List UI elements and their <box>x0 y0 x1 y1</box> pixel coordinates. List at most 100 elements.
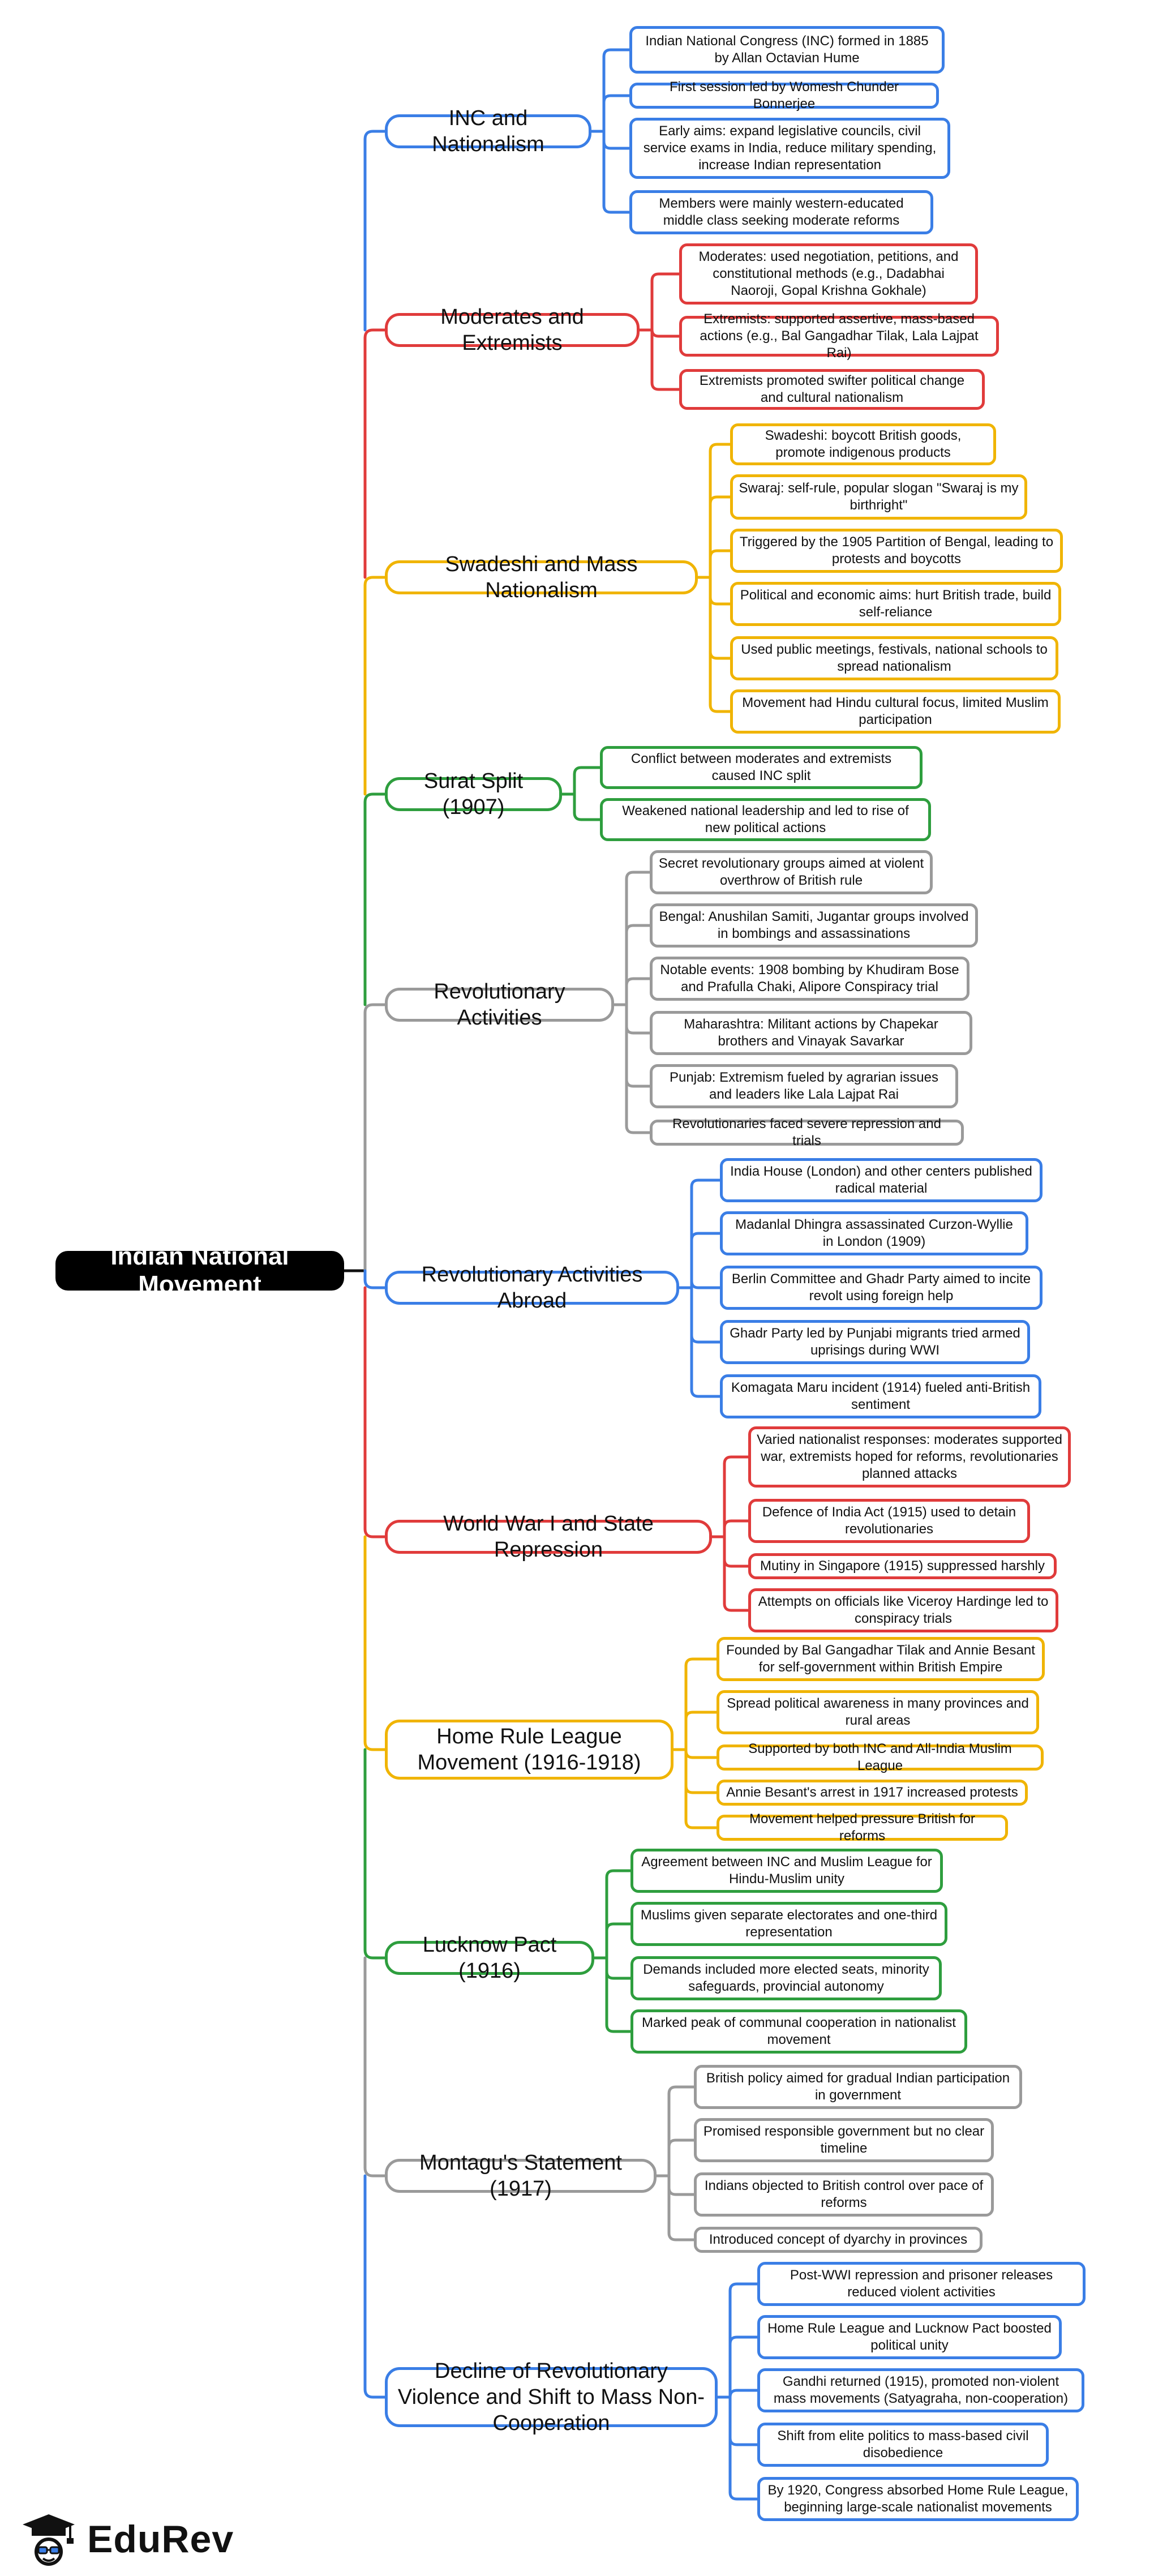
leaf-node: Varied nationalist responses: moderates … <box>748 1426 1071 1488</box>
leaf-connector <box>625 871 650 880</box>
leaf-node: Founded by Bal Gangadhar Tilak and Annie… <box>717 1637 1045 1681</box>
leaf-node: Attempts on officials like Viceroy Hardi… <box>748 1588 1058 1632</box>
branch-node: Revolutionary Activities Abroad <box>385 1263 679 1313</box>
leaf-connector <box>573 812 600 821</box>
leaf-connector <box>625 1125 650 1134</box>
leaf-connector <box>602 205 629 214</box>
leaf-node: Swaraj: self-rule, popular slogan "Swara… <box>730 474 1027 520</box>
leaf-connector <box>709 495 730 504</box>
branch-node: Surat Split (1907) <box>385 769 562 819</box>
leaf-connector <box>650 382 679 391</box>
leaf-connector <box>728 2282 757 2291</box>
leaf-node: Members were mainly western-educated mid… <box>629 190 933 234</box>
branch-node: World War I and State Repression <box>385 1512 712 1562</box>
leaf-connector <box>625 1079 650 1088</box>
leaf-connector <box>605 1971 630 1980</box>
branch-connector <box>363 792 385 803</box>
branch-connector <box>363 1528 385 1538</box>
leaf-connector <box>709 443 730 452</box>
leaf-connector <box>650 272 679 281</box>
leaf-node: Political and economic aims: hurt Britis… <box>730 582 1061 626</box>
leaf-node: Triggered by the 1905 Partition of Benga… <box>730 529 1063 573</box>
branch-connector <box>363 1003 385 1013</box>
leaf-node: By 1920, Congress absorbed Home Rule Lea… <box>757 2477 1079 2521</box>
branch-node: Swadeshi and Mass Nationalism <box>385 552 698 602</box>
leaf-node: Demands included more elected seats, min… <box>630 1956 942 2000</box>
leaf-connector <box>650 329 679 338</box>
leaf-node: Post-WWI repression and prisoner release… <box>757 2262 1086 2306</box>
leaf-node: Spread political awareness in many provi… <box>717 1690 1039 1734</box>
leaf-node: Komagata Maru incident (1914) fueled ant… <box>720 1374 1041 1418</box>
leaf-connector <box>728 2437 757 2446</box>
branch-node: Moderates and Extremists <box>385 305 640 355</box>
leaf-node: Used public meetings, festivals, nationa… <box>730 636 1058 680</box>
leaf-node: Introduced concept of dyarchy in provinc… <box>694 2227 983 2253</box>
leaf-node: Weakened national leadership and led to … <box>600 798 931 841</box>
leaf-node: Annie Besant's arrest in 1917 increased … <box>717 1780 1028 1806</box>
leaf-connector <box>709 597 730 606</box>
leaf-node: Movement helped pressure British for ref… <box>717 1811 1008 1844</box>
branch-connector <box>363 576 385 586</box>
leaf-connector <box>605 1922 630 1931</box>
leaf-node: Promised responsible government but no c… <box>694 2118 994 2162</box>
leaf-connector <box>723 1559 748 1568</box>
leaf-node: Bengal: Anushilan Samiti, Jugantar group… <box>650 903 978 948</box>
leaf-connector <box>605 1869 630 1878</box>
leaf-node: Early aims: expand legislative councils,… <box>629 118 950 179</box>
leaf-connector <box>684 1711 717 1720</box>
leaf-connector <box>723 1455 748 1464</box>
leaf-node: Mutiny in Singapore (1915) suppressed ha… <box>748 1553 1057 1579</box>
leaf-connector <box>690 1178 720 1188</box>
branch-connector <box>363 328 385 338</box>
leaf-node: Extremists: supported assertive, mass-ba… <box>679 311 999 361</box>
graduation-cap-icon <box>23 2514 75 2566</box>
leaf-connector <box>728 2335 757 2344</box>
leaf-node: Agreement between INC and Muslim League … <box>630 1849 943 1893</box>
leaf-connector <box>667 2232 694 2241</box>
leaf-connector <box>602 48 629 57</box>
leaf-connector <box>605 2024 630 2033</box>
leaf-node: Ghadr Party led by Punjabi migrants trie… <box>720 1320 1030 1364</box>
leaf-node: Muslims given separate electorates and o… <box>630 1902 947 1946</box>
leaf-connector <box>690 1389 720 1398</box>
leaf-connector <box>667 2085 694 2094</box>
leaf-connector <box>625 977 650 986</box>
leaf-connector <box>625 924 650 933</box>
branch-node: Montagu's Statement (1917) <box>385 2151 657 2201</box>
leaf-node: Punjab: Extremism fueled by agrarian iss… <box>650 1064 958 1108</box>
branch-connector <box>363 2167 385 2178</box>
leaf-connector <box>684 1820 717 1829</box>
leaf-node: Defence of India Act (1915) used to deta… <box>748 1499 1030 1543</box>
logo-text: EduRev <box>87 2518 234 2561</box>
leaf-connector <box>723 1603 748 1612</box>
branch-connector <box>363 1279 385 1289</box>
leaf-connector <box>690 1280 720 1289</box>
branch-node: Home Rule League Movement (1916-1918) <box>385 1720 673 1780</box>
leaf-node: Revolutionaries faced severe repression … <box>650 1116 964 1148</box>
leaf-node: Extremists promoted swifter political ch… <box>679 369 985 410</box>
leaf-connector <box>728 2492 757 2501</box>
leaf-node: Marked peak of communal cooperation in n… <box>630 2009 967 2054</box>
leaf-connector <box>709 704 730 713</box>
leaf-node: Notable events: 1908 bombing by Khudiram… <box>650 957 969 1001</box>
branch-connector <box>363 130 385 140</box>
branch-node: INC and Nationalism <box>385 106 591 156</box>
leaf-connector <box>667 2138 694 2148</box>
leaf-connector <box>667 2187 694 2196</box>
leaf-node: Moderates: used negotiation, petitions, … <box>679 243 978 305</box>
leaf-connector <box>602 94 629 103</box>
leaf-connector <box>684 1785 717 1794</box>
leaf-node: Gandhi returned (1915), promoted non-vio… <box>757 2368 1084 2412</box>
leaf-connector <box>690 1232 720 1241</box>
leaf-node: Indians objected to British control over… <box>694 2172 994 2217</box>
edurev-logo: EduRev <box>20 2511 247 2568</box>
leaf-node: India House (London) and other centers p… <box>720 1158 1043 1202</box>
leaf-connector <box>728 2389 757 2398</box>
leaf-node: Madanlal Dhingra assassinated Curzon-Wyl… <box>720 1211 1028 1255</box>
branch-connector <box>363 1741 385 1751</box>
leaf-node: Conflict between moderates and extremist… <box>600 746 923 789</box>
leaf-node: British policy aimed for gradual Indian … <box>694 2065 1022 2109</box>
leaf-connector <box>684 1750 717 1759</box>
branch-connector <box>363 2389 385 2399</box>
